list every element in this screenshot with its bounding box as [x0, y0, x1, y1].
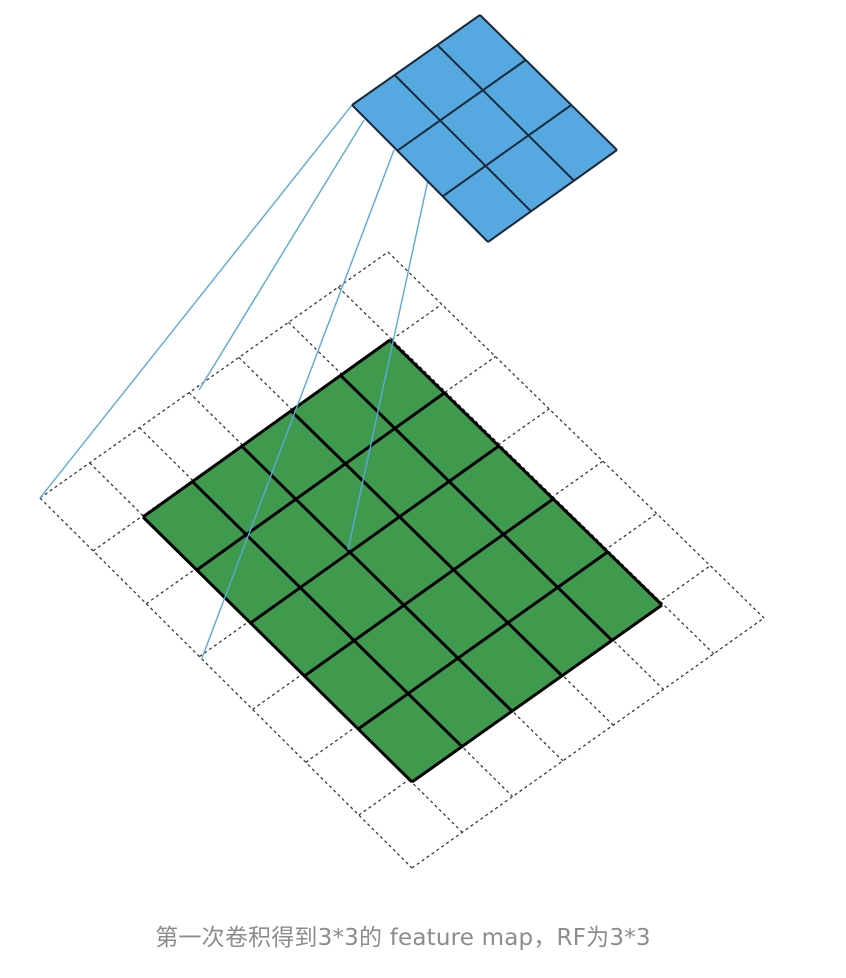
connection-line: [201, 149, 395, 659]
feature-map-3x3-line: [393, 74, 532, 213]
feature-map-3x3-line: [479, 14, 618, 151]
feature-map-5x5-line: [240, 445, 514, 713]
feature-map-5x5-line: [388, 338, 664, 607]
feature-map-5x5-line: [142, 338, 391, 519]
feature-map-5x5-fill: [143, 340, 662, 782]
feature-map-5x5-line: [195, 391, 446, 572]
feature-map-3x3-line: [487, 149, 618, 243]
feature-map-5x5-line: [290, 409, 564, 677]
connection-line: [198, 119, 365, 391]
feature-map-3x3-line: [436, 44, 575, 182]
feature-map-5x5-line: [357, 550, 609, 731]
feature-map-3x3-line: [351, 104, 489, 243]
feature-map-5x5-line: [339, 374, 614, 642]
feature-map-5x5-line: [141, 515, 414, 784]
connection-line: [39, 104, 353, 499]
feature-map-5x5: [141, 338, 664, 784]
figure-caption: 第一次卷积得到3*3的 feature map，RF为3*3: [155, 925, 651, 951]
receptive-field-connections: [39, 104, 429, 659]
feature-map-5x5-line: [191, 480, 464, 748]
feature-map-3x3-line: [396, 59, 527, 152]
feature-map-3x3-line: [351, 14, 481, 106]
input-grid-line: [39, 251, 389, 499]
feature-map-3x3: [351, 14, 618, 243]
feature-map-3x3-fill: [352, 15, 617, 242]
feature-map-5x5-line: [303, 497, 555, 678]
feature-map-5x5-line: [411, 603, 663, 784]
feature-map-3x3-line: [442, 104, 572, 198]
feature-map-5x5-line: [249, 444, 500, 625]
connection-line: [347, 179, 429, 551]
